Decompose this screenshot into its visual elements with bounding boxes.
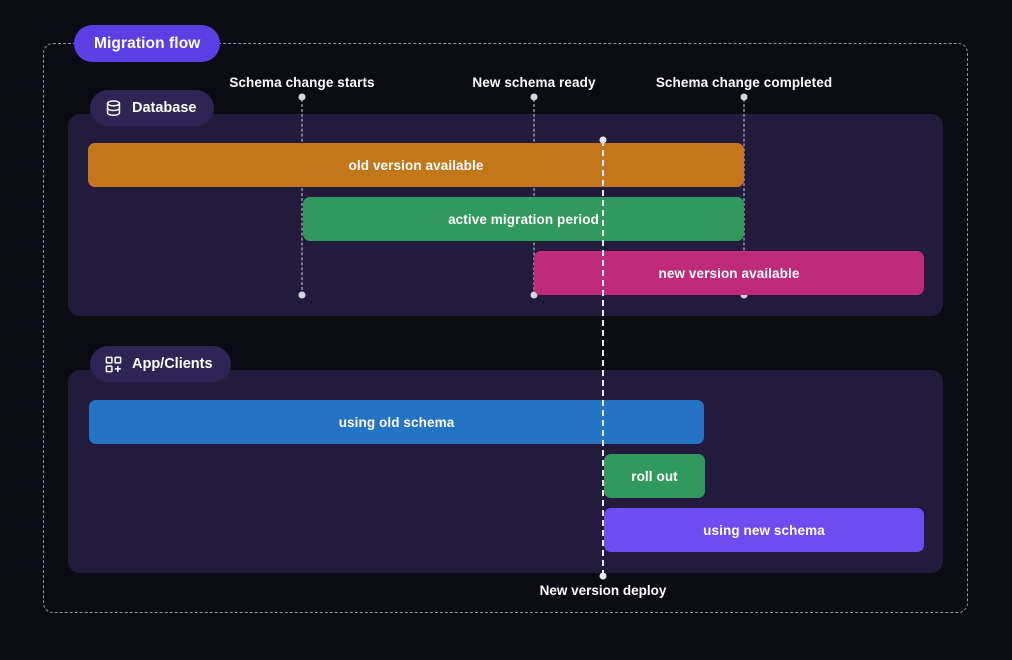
migration-flow-title-label: Migration flow [94, 34, 201, 52]
timeline-bar-using-old-schema[interactable]: using old schema [89, 400, 704, 444]
new-version-deploy-dot-bottom [599, 572, 607, 580]
lane-label-database: Database [90, 90, 215, 126]
app-grid-plus-icon [104, 355, 123, 374]
new-version-deploy-label: New version deploy [539, 583, 667, 598]
timeline-bar-active-migration-period[interactable]: active migration period [303, 197, 744, 241]
migration-flow-title-pill: Migration flow [74, 25, 221, 62]
milestone-dot-bottom-new-schema-ready [530, 291, 538, 299]
database-icon [104, 99, 123, 118]
lane-label-app-clients-text: App/Clients [132, 356, 213, 372]
timeline-bar-using-new-schema[interactable]: using new schema [604, 508, 924, 552]
milestone-dot-top-new-schema-ready [530, 93, 538, 101]
lane-label-app-clients: App/Clients [90, 346, 231, 382]
milestone-label-schema-change-completed: Schema change completed [655, 75, 833, 90]
milestone-dot-top-schema-change-starts [298, 93, 306, 101]
milestone-label-schema-change-starts: Schema change starts [229, 75, 375, 90]
timeline-bar-new-version-available[interactable]: new version available [534, 251, 924, 295]
milestone-line-schema-change-starts [301, 99, 303, 295]
timeline-bar-old-version-available[interactable]: old version available [88, 143, 744, 187]
milestone-dot-top-schema-change-completed [740, 93, 748, 101]
milestone-line-schema-change-completed [743, 99, 745, 295]
milestone-label-new-schema-ready: New schema ready [472, 75, 596, 90]
lane-label-database-text: Database [132, 100, 197, 116]
milestone-dot-bottom-schema-change-starts [298, 291, 306, 299]
diagram-outer-frame [43, 43, 968, 613]
new-version-deploy-line [602, 140, 604, 576]
new-version-deploy-dot-top [599, 136, 607, 144]
timeline-bar-roll-out[interactable]: roll out [604, 454, 705, 498]
milestone-dot-bottom-schema-change-completed [740, 291, 748, 299]
